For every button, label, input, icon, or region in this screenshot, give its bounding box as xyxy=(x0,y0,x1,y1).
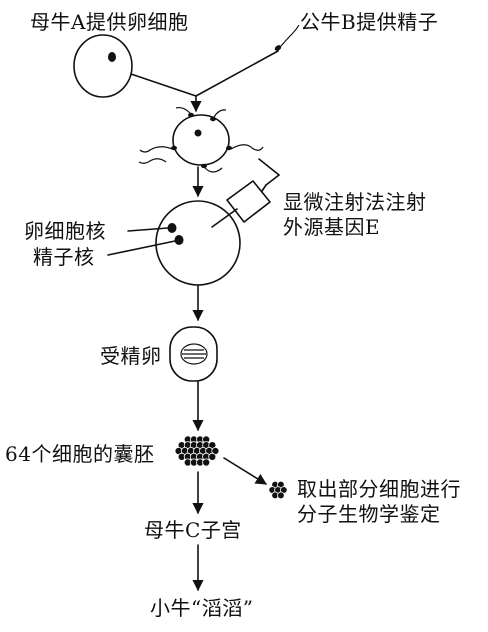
label-molecular-id: 分子生物学鉴定 xyxy=(297,502,441,526)
label-calf: 小牛“滔滔” xyxy=(150,596,254,620)
label-cow-c: 母牛C子宫 xyxy=(144,518,242,542)
extracted-cells-cluster xyxy=(268,480,288,500)
fertilization-cell xyxy=(138,106,264,173)
egg-cell xyxy=(73,34,133,98)
cell-dot xyxy=(208,452,217,461)
label-bull-b: 公牛B提供精子 xyxy=(300,10,439,34)
zygote-cell xyxy=(169,326,218,382)
egg-to-fertilization-line xyxy=(130,73,197,97)
sperm-to-fertilization-line xyxy=(195,50,279,97)
sperm-nucleus-pointer xyxy=(107,240,176,256)
arrow-to-extracted-cells xyxy=(223,457,267,485)
label-foreign-gene: 外源基因E xyxy=(283,215,381,239)
injection-needle xyxy=(211,158,280,228)
label-egg-nucleus: 卵细胞核 xyxy=(24,219,106,243)
sperm-cell xyxy=(274,24,300,51)
label-microinjection: 显微注射法注射 xyxy=(283,190,427,214)
label-blastocyst: 64个细胞的囊胚 xyxy=(5,442,155,466)
label-cow-a: 母牛A提供卵细胞 xyxy=(30,10,189,34)
blastocyst-cluster xyxy=(174,435,220,467)
label-zygote: 受精卵 xyxy=(100,344,162,368)
cell-dot xyxy=(202,458,211,467)
label-sperm-nucleus: 精子核 xyxy=(33,245,95,269)
egg-nucleus-pointer xyxy=(127,227,169,232)
label-extract-cells: 取出部分细胞进行 xyxy=(297,477,461,501)
cell-dot xyxy=(277,491,285,500)
